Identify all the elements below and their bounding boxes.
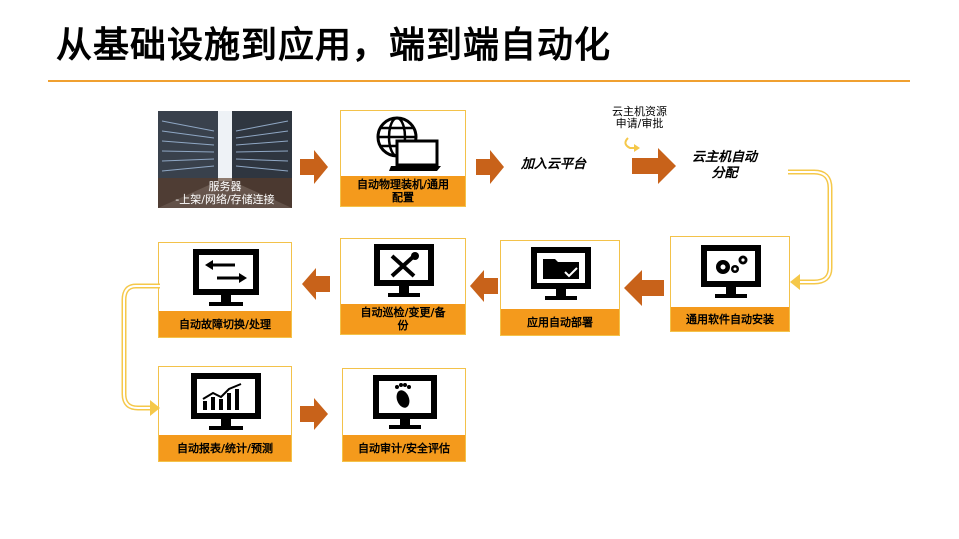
- connector-left-curve: [121, 283, 160, 416]
- step-inspection: 自动巡检/变更/备份: [340, 238, 466, 335]
- step-failover: 自动故障切换/处理: [158, 242, 292, 338]
- page-title: 从基础设施到应用，端到端自动化: [56, 25, 612, 66]
- arrow-left-3-icon: [302, 268, 330, 300]
- arrow-right-3-icon: [632, 148, 676, 184]
- step-inspection-label: 自动巡检/变更/备份: [341, 304, 465, 334]
- step-reporting: 自动报表/统计/预测: [158, 366, 292, 462]
- monitor-chart-icon: [191, 373, 261, 430]
- server-caption: 服务器 -上架/网络/存储连接: [158, 178, 292, 208]
- step-app-deploy: 应用自动部署: [500, 240, 620, 336]
- monitor-gears-icon: [701, 245, 761, 298]
- monitor-tools-icon: [374, 244, 434, 297]
- laptop-globe-icon: [376, 116, 441, 171]
- vm-request-text: 云主机资源申请/审批: [612, 105, 667, 130]
- step-app-deploy-label: 应用自动部署: [501, 309, 619, 335]
- monitor-switch-icon: [193, 249, 259, 306]
- step-physical-install: 自动物理装机/通用配置: [340, 110, 466, 207]
- connector-right-curve: [788, 169, 833, 290]
- monitor-footprint-icon: [373, 375, 437, 429]
- step-reporting-label: 自动报表/统计/预测: [159, 435, 291, 461]
- vm-alloc-text: 云主机自动分配: [692, 150, 758, 181]
- arrow-right-2-icon: [476, 150, 504, 184]
- step-failover-label: 自动故障切换/处理: [159, 311, 291, 337]
- step-physical-install-label: 自动物理装机/通用配置: [341, 176, 465, 206]
- arrow-left-2-icon: [470, 270, 498, 302]
- arrow-right-4-icon: [300, 398, 328, 430]
- title-underline: [48, 80, 910, 82]
- arrow-left-1-icon: [624, 270, 664, 306]
- step-software-install-label: 通用软件自动安装: [671, 307, 789, 331]
- step-audit: 自动审计/安全评估: [342, 368, 466, 462]
- small-approval-arrow-icon: [624, 137, 640, 152]
- step-software-install: 通用软件自动安装: [670, 236, 790, 332]
- monitor-folder-icon: [531, 247, 591, 300]
- server-room-image: 服务器 -上架/网络/存储连接: [158, 111, 292, 208]
- step-audit-label: 自动审计/安全评估: [343, 435, 465, 461]
- arrow-right-1-icon: [300, 150, 328, 184]
- join-cloud-text: 加入云平台: [521, 157, 587, 172]
